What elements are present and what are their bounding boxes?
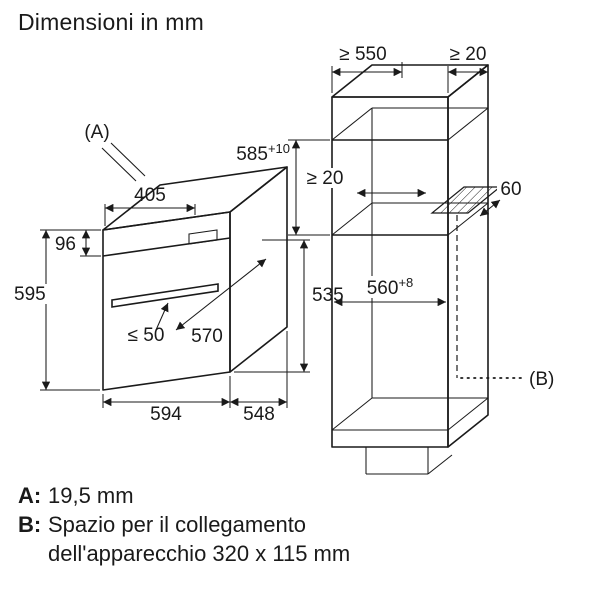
dim-595-label: 595 [14,284,46,305]
cabinet-side-face [447,64,489,448]
dim-594-label: 594 [150,404,182,425]
legend-b-key: B: [18,512,42,537]
dim-535-label: 535 [312,285,344,306]
cavity-floor-depth-left [331,397,373,431]
legend: A: 19,5 mm B: Spazio per il collegamento… [18,481,463,568]
dim-le50-label: ≤ 50 [128,325,165,346]
vent-channel-hatched [430,186,502,214]
legend-a-value: 19,5 mm [48,483,134,508]
marker-a-line-2 [110,142,146,177]
cabinet-front-face [331,96,449,448]
niche-bottom-depth-left [331,202,373,236]
legend-b-value: Spazio per il collegamento dell'apparecc… [48,512,351,566]
cabinet-drawing [331,64,525,475]
legend-item-a: A: 19,5 mm [18,481,463,510]
marker-a-label: (A) [84,122,109,143]
dim-585-label: 585+10 [236,141,290,165]
dim-60-label-mask [497,179,527,199]
dim-60-label: 60 [500,179,521,200]
cavity-floor-depth-right [447,397,489,431]
niche-top-depth-right [447,107,489,141]
dim-548-label: 548 [243,404,275,425]
page-title: Dimensioni in mm [18,9,204,35]
dim-595-label-mask [12,284,50,304]
cabinet-dimensions: ≥ 550 ≥ 20 585+10 ≥ 20 60 560+8 (B) [236,44,554,390]
dim-20rear-label-mask [299,168,353,188]
oven-front-face [102,211,231,391]
dim-405-label: 405 [134,185,166,206]
cabinet-top-face [331,64,489,98]
legend-item-b: B: Spazio per il collegamento dell'appar… [18,510,463,568]
dim-60-line [479,199,501,217]
oven-side-face [229,166,288,373]
dim-550-label: ≥ 550 [339,44,386,65]
oven-display [188,229,218,245]
dim-96-label: 96 [55,234,76,255]
marker-a-line-1 [101,147,137,182]
oven-handle [111,283,219,308]
legend-a-key: A: [18,483,42,508]
dim-20rear-label: ≥ 20 [307,168,344,189]
plinth-depth-edge [427,454,453,475]
dim-560-label: 560+8 [367,275,414,299]
oven-dimensions: (A) 405 96 595 ≤ 50 570 [12,122,344,425]
niche-top-depth-left [331,107,373,141]
dim-le50-leader [155,302,169,331]
oven-drawing [102,166,288,391]
dim-20top-label: ≥ 20 [450,44,487,65]
marker-b-label: (B) [529,369,554,390]
dim-570-line [175,258,267,331]
dim-570-label: 570 [191,326,223,347]
dim-560-label-mask [355,276,427,298]
